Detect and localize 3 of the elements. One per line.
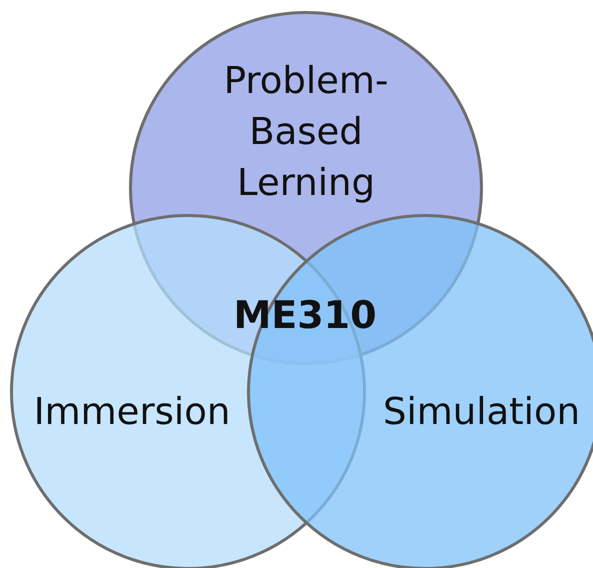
circle-label: Immersion [32, 389, 232, 435]
circle-label: Simulation [382, 389, 582, 435]
circle-label: Problem- Based Lerning [222, 58, 390, 206]
